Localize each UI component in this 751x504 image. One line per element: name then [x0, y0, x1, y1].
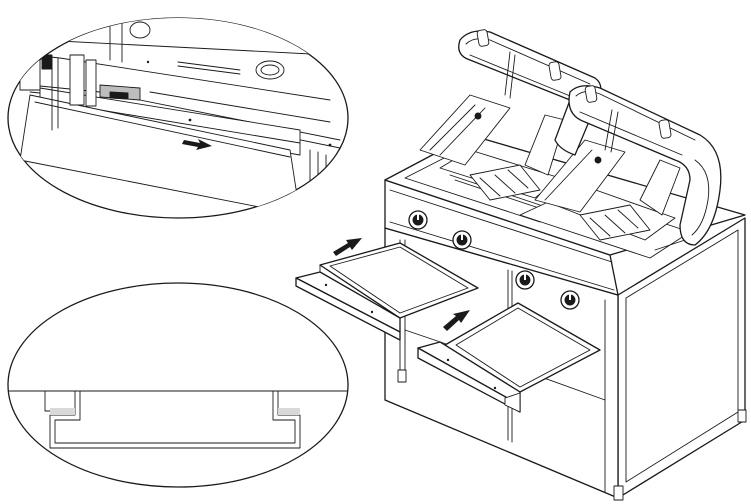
oval-slot-icon — [255, 60, 285, 80]
lid-handle-icon — [548, 61, 562, 81]
drip-tray-upper — [295, 242, 479, 341]
cabinet-side-panel — [617, 217, 746, 499]
insert-direction-arrow-icon — [443, 310, 470, 331]
fry-vat-right — [519, 139, 701, 259]
control-knob-icon — [452, 230, 472, 250]
round-hole-icon — [129, 21, 151, 39]
basket-lift-bracket — [534, 139, 626, 213]
detail-view-bottom — [7, 282, 349, 488]
fry-basket — [579, 204, 651, 241]
rail-profile-section — [8, 390, 348, 449]
basket-lift-bracket — [419, 94, 511, 166]
control-knob-icon — [515, 270, 535, 290]
lid-right — [568, 85, 722, 246]
cabinet-leg — [397, 369, 407, 383]
lid-left — [458, 29, 602, 156]
drip-tray-lower — [417, 302, 601, 413]
control-knob-icon — [560, 290, 580, 310]
pivot-bolt-icon — [594, 156, 602, 164]
insert-direction-arrow-icon — [333, 238, 362, 256]
lid-handle-icon — [476, 29, 490, 47]
fryer-assembly — [295, 29, 747, 501]
lid-handle-icon — [584, 85, 598, 103]
cabinet-leg — [613, 485, 624, 501]
control-knob-icon — [408, 210, 428, 230]
pivot-bolt-icon — [474, 112, 482, 120]
cabinet-leg — [737, 409, 747, 423]
detail-view-top — [7, 17, 349, 219]
insert-direction-arrow-icon — [182, 139, 212, 150]
lid-handle-icon — [658, 119, 672, 139]
detail-ellipse-bottom — [7, 282, 349, 488]
fry-basket — [469, 164, 541, 201]
